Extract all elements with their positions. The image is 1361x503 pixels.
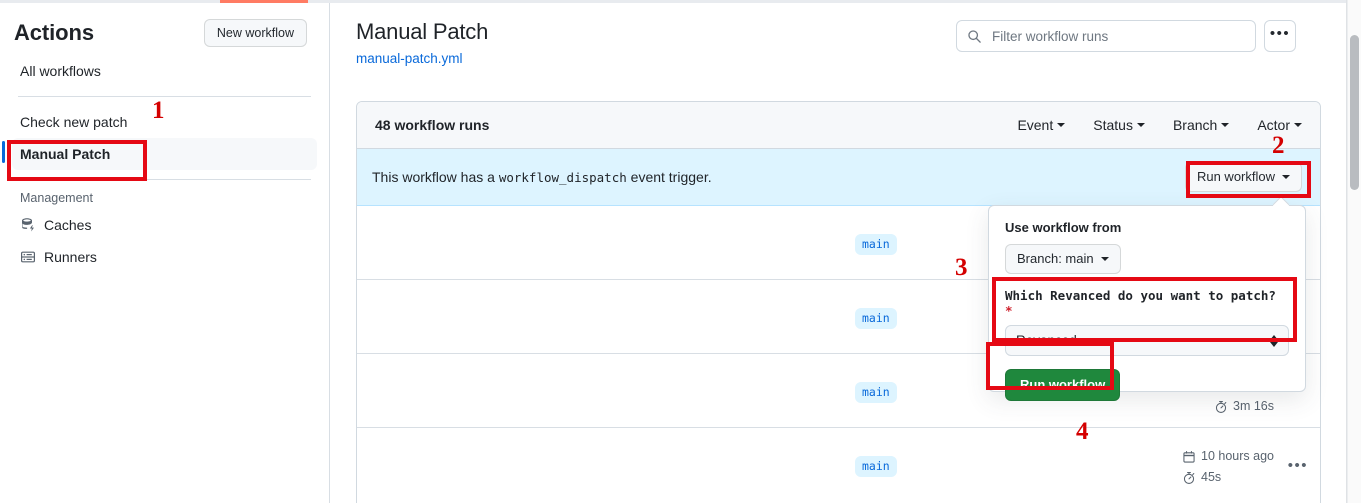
filter-branch[interactable]: Branch [1172,117,1230,133]
filter-label: Status [1093,117,1133,133]
sidebar-item-label: All workflows [20,63,101,79]
runners-icon [20,249,36,265]
actions-sidebar: Actions New workflow All workflows Check… [0,3,330,503]
required-marker: * [1005,303,1013,318]
sidebar-nav-list: All workflows Check new patch Manual Pat… [0,55,329,273]
content-right-edge [1346,0,1347,503]
top-divider-line [0,0,1361,3]
run-metadata: 10 hours ago 45s [1182,446,1274,488]
filter-label: Actor [1257,117,1290,133]
workflow-input-label-text: Which Revanced do you want to patch? [1005,288,1276,303]
workflow-file-link[interactable]: manual-patch.yml [356,51,463,66]
table-row[interactable]: main 3m 16s [357,354,1320,428]
branch-badge[interactable]: main [855,234,897,255]
new-workflow-button[interactable]: New workflow [203,19,307,47]
run-date-text: 10 hours ago [1201,449,1274,463]
branch-select-label: Branch: main [1017,251,1094,266]
sidebar-header: Actions New workflow [0,3,329,55]
chevron-down-icon [1294,123,1302,127]
dispatch-banner-text: This workflow has a workflow_dispatch ev… [372,169,712,185]
run-duration-text: 3m 16s [1233,399,1274,413]
run-duration: 3m 16s [1214,396,1274,417]
search-icon [967,29,982,44]
filter-label: Event [1017,117,1054,133]
run-metadata: 3m 16s [1214,396,1274,417]
runs-filters: Event Status Branch Actor [1017,117,1302,133]
run-workflow-dropdown-button[interactable]: Run workflow [1184,162,1302,192]
cache-icon [20,217,36,233]
page-load-progress-bar [220,0,308,3]
branch-select-button[interactable]: Branch: main [1005,244,1121,274]
use-workflow-from-label: Use workflow from [1005,220,1122,235]
sidebar-item-label: Check new patch [20,114,128,130]
sidebar-item-caches[interactable]: Caches [12,209,317,241]
filter-label: Branch [1172,117,1218,133]
run-workflow-dropdown-label: Run workflow [1196,169,1275,184]
chevron-down-icon [1221,123,1230,127]
dispatch-suffix: event trigger. [630,169,712,185]
page-scrollbar-track[interactable] [1347,0,1361,503]
workflow-dispatch-banner: This workflow has a workflow_dispatch ev… [357,149,1320,206]
row-more-options-button[interactable]: ••• [1287,457,1308,474]
run-duration: 45s [1182,467,1274,488]
sidebar-item-check-new-patch[interactable]: Check new patch [12,106,317,138]
search-input[interactable] [990,27,1245,45]
dispatch-event-code: workflow_dispatch [498,170,627,185]
workflow-input-label: Which Revanced do you want to patch? * [1005,288,1289,318]
stopwatch-icon [1182,471,1196,485]
branch-badge[interactable]: main [855,308,897,329]
sidebar-divider [18,179,311,180]
revanced-select-value: Revanced [1016,333,1077,348]
sidebar-item-label: Manual Patch [20,146,111,162]
sidebar-divider [18,96,311,97]
chevron-down-icon [1100,257,1109,261]
table-row[interactable]: main 10 hours ago [357,428,1320,502]
sidebar-item-label: Runners [44,249,97,265]
table-row[interactable]: main [357,280,1320,354]
workflow-header: Manual Patch manual-patch.yml [331,3,1338,66]
chevron-down-icon [1282,175,1290,179]
branch-badge[interactable]: main [855,382,897,403]
sidebar-item-runners[interactable]: Runners [12,241,317,273]
more-options-button[interactable]: ••• [1264,20,1296,52]
dropdown-body: Use workflow from Branch: main Which Rev… [989,206,1305,401]
dropdown-caret [1273,197,1289,206]
stopwatch-icon [1214,400,1228,414]
branch-badge[interactable]: main [855,456,897,477]
run-workflow-dropdown-panel: Use workflow from Branch: main Which Rev… [988,205,1306,401]
sidebar-title: Actions [14,20,94,45]
sidebar-section-management: Management [20,191,93,205]
filter-actor[interactable]: Actor [1257,117,1302,133]
revanced-select[interactable]: Revanced [1005,325,1289,356]
dispatch-prefix: This workflow has a [372,169,495,185]
filter-status[interactable]: Status [1093,117,1145,133]
search-row: ••• [956,20,1296,52]
page-scrollbar-thumb[interactable] [1350,35,1359,190]
run-date: 10 hours ago [1182,446,1274,467]
runs-panel-header: 48 workflow runs Event Status Branch [357,102,1320,149]
chevron-down-icon [1136,123,1145,127]
table-row[interactable]: main [357,206,1320,280]
sidebar-item-all-workflows[interactable]: All workflows [12,55,317,87]
run-workflow-submit-button[interactable]: Run workflow [1005,369,1121,401]
sidebar-item-manual-patch[interactable]: Manual Patch [2,138,317,170]
runs-count-label: 48 workflow runs [375,117,490,133]
calendar-icon [1182,450,1196,464]
page-title: Manual Patch [356,19,489,44]
filter-workflow-runs-box[interactable] [956,20,1256,52]
chevron-down-icon [1057,123,1066,127]
filter-event[interactable]: Event [1017,117,1066,133]
select-updown-icon [1270,334,1278,347]
run-duration-text: 45s [1201,470,1222,484]
sidebar-item-label: Caches [44,217,92,233]
